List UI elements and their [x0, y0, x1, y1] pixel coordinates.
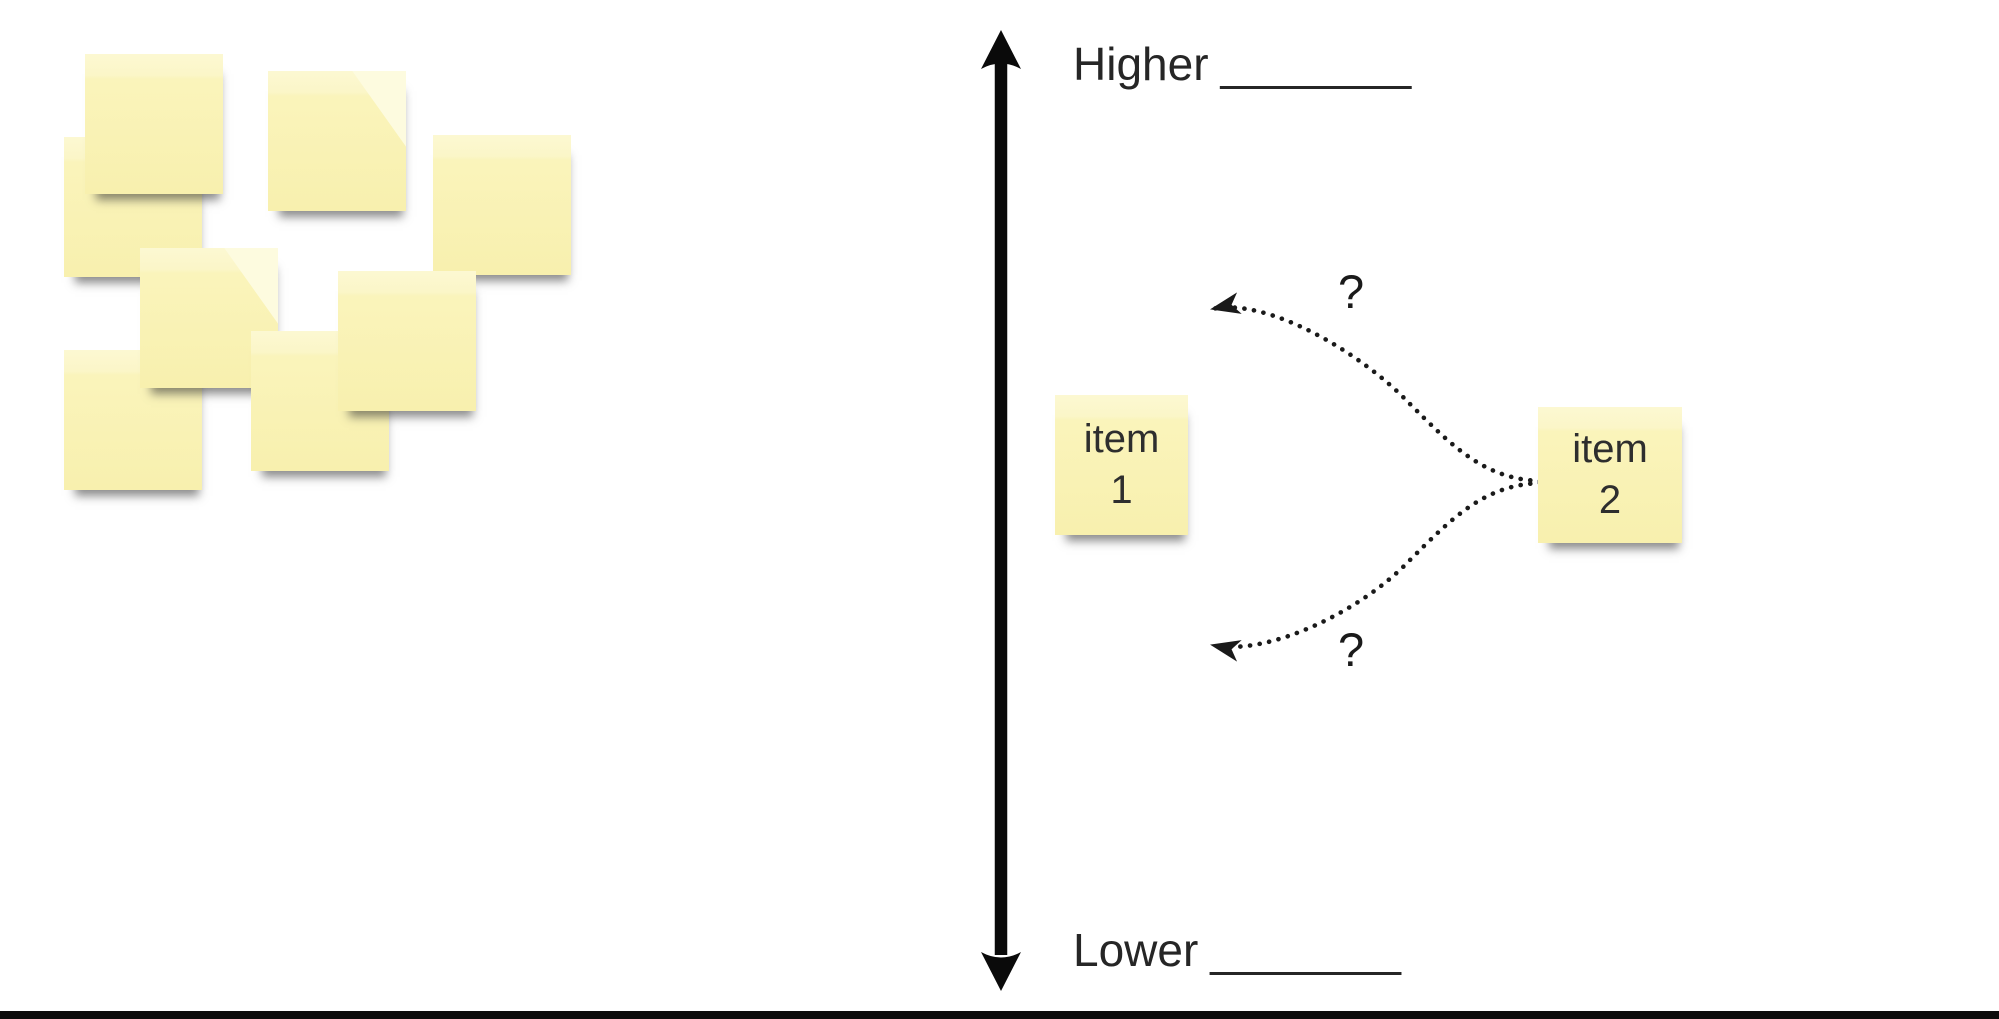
item-2-note[interactable]: item 2	[1538, 407, 1682, 543]
comparison-arrow-up	[1209, 292, 1543, 484]
sticky-note-2[interactable]	[85, 54, 223, 194]
item-1-line2: 1	[1110, 468, 1133, 512]
item-2-line2: 2	[1598, 478, 1622, 522]
item-2-line1: item	[1572, 426, 1648, 471]
sticky-note-4[interactable]	[433, 135, 571, 275]
question-mark-top: ?	[1338, 265, 1365, 318]
axis-arrowhead-up-icon	[981, 30, 1021, 69]
higher-label: Higher	[1073, 38, 1209, 90]
item-1-note[interactable]: item 1	[1055, 395, 1188, 535]
lower-label-group: Lower________	[1073, 924, 1401, 976]
axis-arrowhead-down-icon	[981, 952, 1021, 991]
sticky-note-7[interactable]	[338, 271, 476, 411]
lower-label: Lower	[1073, 924, 1199, 976]
lower-blank: ________	[1210, 924, 1401, 976]
higher-blank: ________	[1220, 38, 1412, 90]
folded-corner	[352, 71, 406, 147]
question-mark-bottom: ?	[1338, 623, 1365, 676]
item-1-line1: item	[1083, 416, 1160, 461]
slide-bottom-edge	[0, 1011, 1999, 1019]
comparison-arrow-down	[1209, 480, 1543, 662]
folded-corner	[224, 248, 278, 324]
higher-label-group: Higher________	[1073, 38, 1412, 90]
sticky-note-3[interactable]	[268, 71, 406, 211]
